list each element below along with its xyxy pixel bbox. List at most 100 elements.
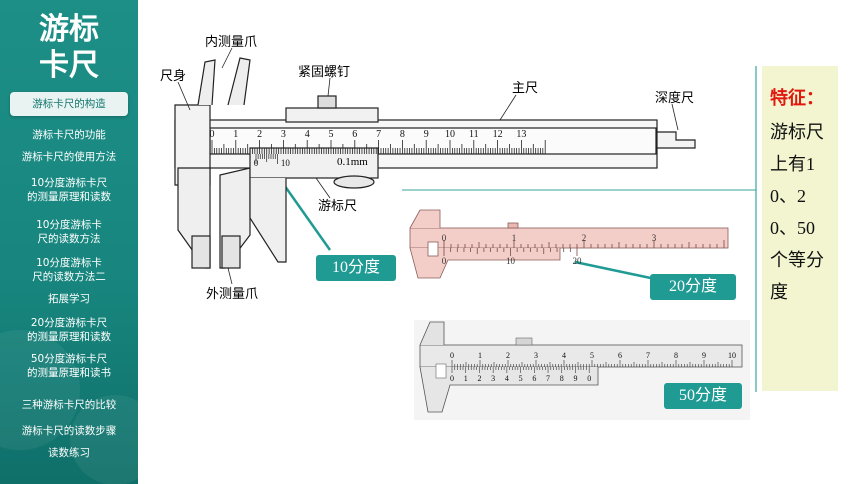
nav-item-10-method-2[interactable]: 10分度游标卡 尺的读数方法二 bbox=[0, 256, 138, 284]
nav-item-steps[interactable]: 游标卡尺的读数步骤 bbox=[0, 424, 138, 438]
label-precision: 0.1mm bbox=[337, 156, 368, 168]
main-scale-label: 13 bbox=[516, 129, 526, 140]
nav-item-structure[interactable]: 游标卡尺的构造 bbox=[10, 92, 128, 116]
nav-item-comparison[interactable]: 三种游标卡尺的比较 bbox=[0, 398, 138, 412]
feature-box: 特征： 游标尺上有10、20、50个等分度 bbox=[762, 66, 838, 391]
pink-vernier-label: 0 bbox=[442, 256, 447, 266]
nav-item-practice[interactable]: 读数练习 bbox=[0, 446, 138, 460]
depth-rod bbox=[656, 131, 696, 149]
pink-window bbox=[427, 241, 439, 257]
nav-item-label: 10分度游标卡 bbox=[36, 257, 102, 269]
vernier-caliper-20: 0 1 2 3 0 10 20 bbox=[409, 209, 729, 279]
main-scale-label: 6 bbox=[352, 129, 357, 140]
label-inner-jaw: 内测量爪 bbox=[205, 34, 257, 49]
gray-vernier-label: 3 bbox=[491, 374, 495, 383]
pink-main-beam bbox=[409, 227, 729, 249]
sidebar-decoration bbox=[70, 395, 138, 484]
gray-main-label: 7 bbox=[646, 351, 650, 360]
gray-vernier-label: 8 bbox=[560, 374, 564, 383]
gray-main-label: 0 bbox=[450, 351, 454, 360]
pink-vernier-label: 10 bbox=[506, 256, 516, 266]
outer-jaw-tip bbox=[221, 235, 241, 269]
gray-main-label: 4 bbox=[562, 351, 566, 360]
main-scale-label: 1 bbox=[233, 129, 238, 140]
nav-item-label: 的测量原理和读书 bbox=[27, 367, 111, 379]
gray-vernier-label: 0 bbox=[587, 374, 591, 383]
nav-item-10-method[interactable]: 10分度游标卡 尺的读数方法 bbox=[0, 218, 138, 246]
feature-title: 特征： bbox=[770, 88, 824, 108]
gray-main-label: 8 bbox=[674, 351, 678, 360]
gray-main-label: 10 bbox=[728, 351, 736, 360]
clamp-bar bbox=[285, 107, 379, 123]
main-scale-label: 3 bbox=[281, 129, 286, 140]
sidebar: 游标 卡尺 游标卡尺的构造 游标卡尺的功能 游标卡尺的使用方法 10分度游标卡尺… bbox=[0, 0, 138, 484]
nav-item-extension[interactable]: 拓展学习 bbox=[0, 292, 138, 306]
nav-item-label: 尺的读数方法二 bbox=[32, 271, 106, 283]
gray-main-label: 5 bbox=[590, 351, 594, 360]
label-outer-jaw: 外测量爪 bbox=[206, 286, 258, 301]
pink-main-label: 2 bbox=[582, 233, 587, 243]
gray-vernier-label: 1 bbox=[464, 374, 468, 383]
label-screw: 紧固螺钉 bbox=[298, 64, 350, 79]
main-scale-label: 7 bbox=[376, 129, 381, 140]
nav-item-usage[interactable]: 游标卡尺的使用方法 bbox=[0, 150, 138, 164]
gray-vernier-label: 9 bbox=[573, 374, 577, 383]
pink-main-label: 3 bbox=[652, 233, 657, 243]
main-scale-label: 4 bbox=[305, 129, 310, 140]
gray-vernier-label: 4 bbox=[505, 374, 509, 383]
pink-main-label: 0 bbox=[442, 233, 447, 243]
nav-item-label: 10分度游标卡 bbox=[36, 219, 102, 231]
callout-20-division: 20分度 bbox=[650, 274, 736, 300]
nav-item-50-principle[interactable]: 50分度游标卡尺 的测量原理和读书 bbox=[0, 352, 138, 380]
label-vernier: 游标尺 bbox=[318, 198, 357, 213]
nav-item-function[interactable]: 游标卡尺的功能 bbox=[0, 128, 138, 142]
nav-item-label: 游标卡尺的构造 bbox=[32, 98, 106, 110]
nav-item-label: 读数练习 bbox=[48, 447, 90, 459]
thumb-wheel bbox=[333, 175, 375, 189]
pink-inner-jaw bbox=[409, 209, 441, 229]
sidebar-title-line2: 卡尺 bbox=[39, 48, 99, 83]
gray-inner-jaw bbox=[419, 321, 445, 346]
pink-vernier bbox=[409, 247, 561, 279]
main-scale-label: 9 bbox=[424, 129, 429, 140]
feature-body: 游标尺上有10、20、50个等分度 bbox=[770, 122, 824, 302]
nav-item-label: 的测量原理和读数 bbox=[27, 331, 111, 343]
label-main-scale: 主尺 bbox=[512, 80, 538, 95]
main-scale-label: 5 bbox=[329, 129, 334, 140]
gray-main-label: 9 bbox=[702, 351, 706, 360]
nav-item-label: 拓展学习 bbox=[48, 293, 90, 305]
nav-item-20-principle[interactable]: 20分度游标卡尺 的测量原理和读数 bbox=[0, 316, 138, 344]
vernier-label: 10 bbox=[281, 158, 291, 168]
gray-vernier-label: 6 bbox=[532, 374, 536, 383]
callout-50-division: 50分度 bbox=[664, 383, 742, 409]
gray-vernier bbox=[419, 366, 599, 413]
gray-main-label: 6 bbox=[618, 351, 622, 360]
main-scale-label: 12 bbox=[493, 129, 503, 140]
label-depth-rod: 深度尺 bbox=[655, 90, 694, 105]
pink-vernier-label: 20 bbox=[573, 256, 583, 266]
gray-vernier-label: 7 bbox=[546, 374, 550, 383]
nav-item-label: 游标卡尺的使用方法 bbox=[21, 151, 117, 163]
clamp-screw bbox=[317, 95, 337, 109]
sidebar-title-line1: 游标 bbox=[39, 12, 99, 47]
main-scale-label: 10 bbox=[445, 129, 455, 140]
nav-item-label: 三种游标卡尺的比较 bbox=[21, 399, 117, 411]
gray-vernier-label: 2 bbox=[477, 374, 481, 383]
nav-item-label: 的测量原理和读数 bbox=[27, 191, 111, 203]
gray-vernier-label: 0 bbox=[450, 374, 454, 383]
pink-main-label: 1 bbox=[512, 233, 517, 243]
vernier-jaw bbox=[249, 178, 287, 263]
gray-window bbox=[435, 363, 447, 379]
gray-screw bbox=[515, 337, 533, 346]
pink-screw bbox=[507, 222, 519, 229]
nav-item-label: 尺的读数方法 bbox=[37, 233, 101, 245]
nav-item-10-principle[interactable]: 10分度游标卡尺 的测量原理和读数 bbox=[0, 176, 138, 204]
nav-item-label: 游标卡尺的读数步骤 bbox=[21, 425, 117, 437]
label-leaders bbox=[177, 47, 679, 285]
pink-scale-ticks: 0 1 2 3 0 10 20 bbox=[442, 233, 725, 266]
nav-item-label: 游标卡尺的功能 bbox=[32, 129, 106, 141]
